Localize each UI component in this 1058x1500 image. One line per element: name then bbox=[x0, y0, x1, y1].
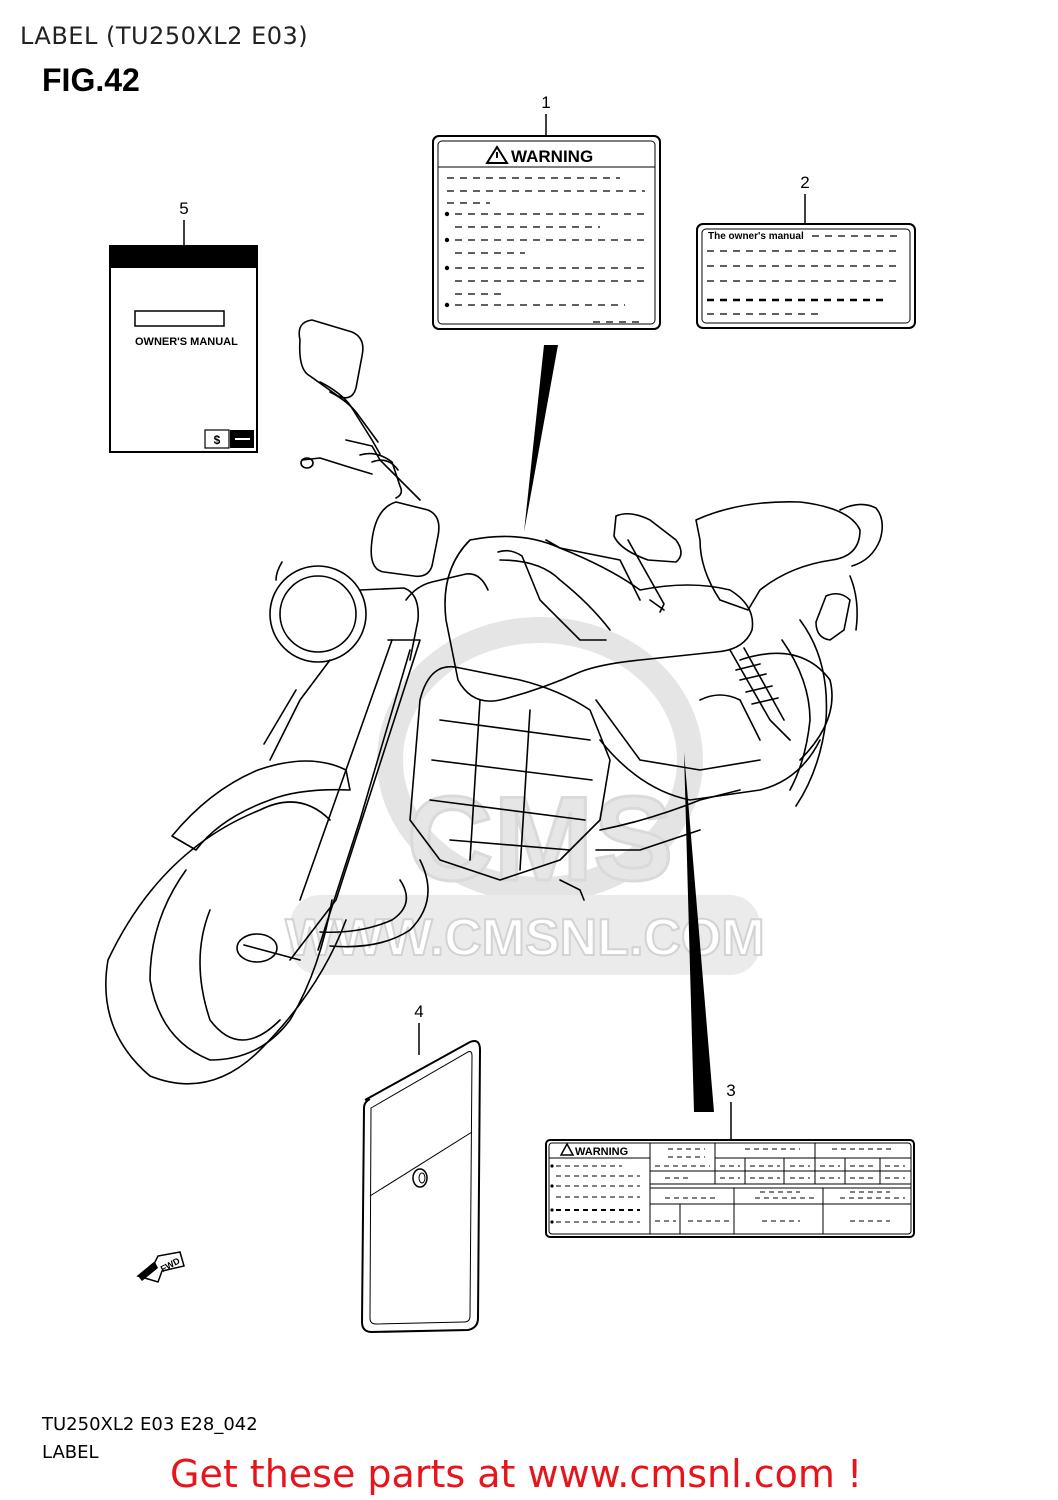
callout-5: 5 bbox=[179, 199, 188, 218]
pointer-wedges bbox=[524, 345, 714, 1112]
tire-label-heading: WARNING bbox=[575, 1146, 628, 1158]
owners-manual-title: OWNER'S MANUAL bbox=[135, 336, 238, 348]
callout-3: 3 bbox=[726, 1081, 735, 1100]
diagram-code: TU250XL2 E03 E28_042 bbox=[42, 1414, 258, 1435]
callout-1: 1 bbox=[541, 93, 550, 112]
tire-info-label-part: 3 WARNING bbox=[545, 1081, 915, 1238]
owners-manual-label-heading: The owner's manual bbox=[708, 231, 804, 242]
owners-manual-label-part: 2 The owner's manual bbox=[696, 173, 916, 329]
callout-2: 2 bbox=[800, 173, 809, 192]
brand-logo-icon: $ bbox=[214, 433, 221, 447]
promo-link[interactable]: Get these parts at www.cmsnl.com ! bbox=[170, 1452, 863, 1496]
warning-label-part: 1 WARNING bbox=[432, 93, 661, 330]
tire-warning-triangle-icon bbox=[559, 1142, 575, 1156]
owners-manual-part: 5 OWNER'S MANUAL $ bbox=[109, 199, 258, 453]
watermark-logo: CMS bbox=[407, 772, 674, 906]
warning-label-heading: WARNING bbox=[511, 147, 593, 166]
diagram-name: LABEL bbox=[42, 1442, 99, 1463]
watermark-url: WWW.CMSNL.COM bbox=[285, 909, 764, 967]
page-title: LABEL (TU250XL2 E03) bbox=[20, 22, 309, 50]
figure-number: FIG.42 bbox=[42, 62, 140, 98]
fwd-arrow-icon: FWD bbox=[136, 1251, 185, 1283]
motorcycle-illustration bbox=[105, 319, 884, 1085]
frame-sticker-part: 4 bbox=[360, 1002, 482, 1334]
warning-triangle-icon bbox=[485, 145, 509, 164]
callout-4: 4 bbox=[414, 1002, 423, 1021]
watermark: CMS WWW.CMSNL.COM bbox=[284, 617, 766, 975]
